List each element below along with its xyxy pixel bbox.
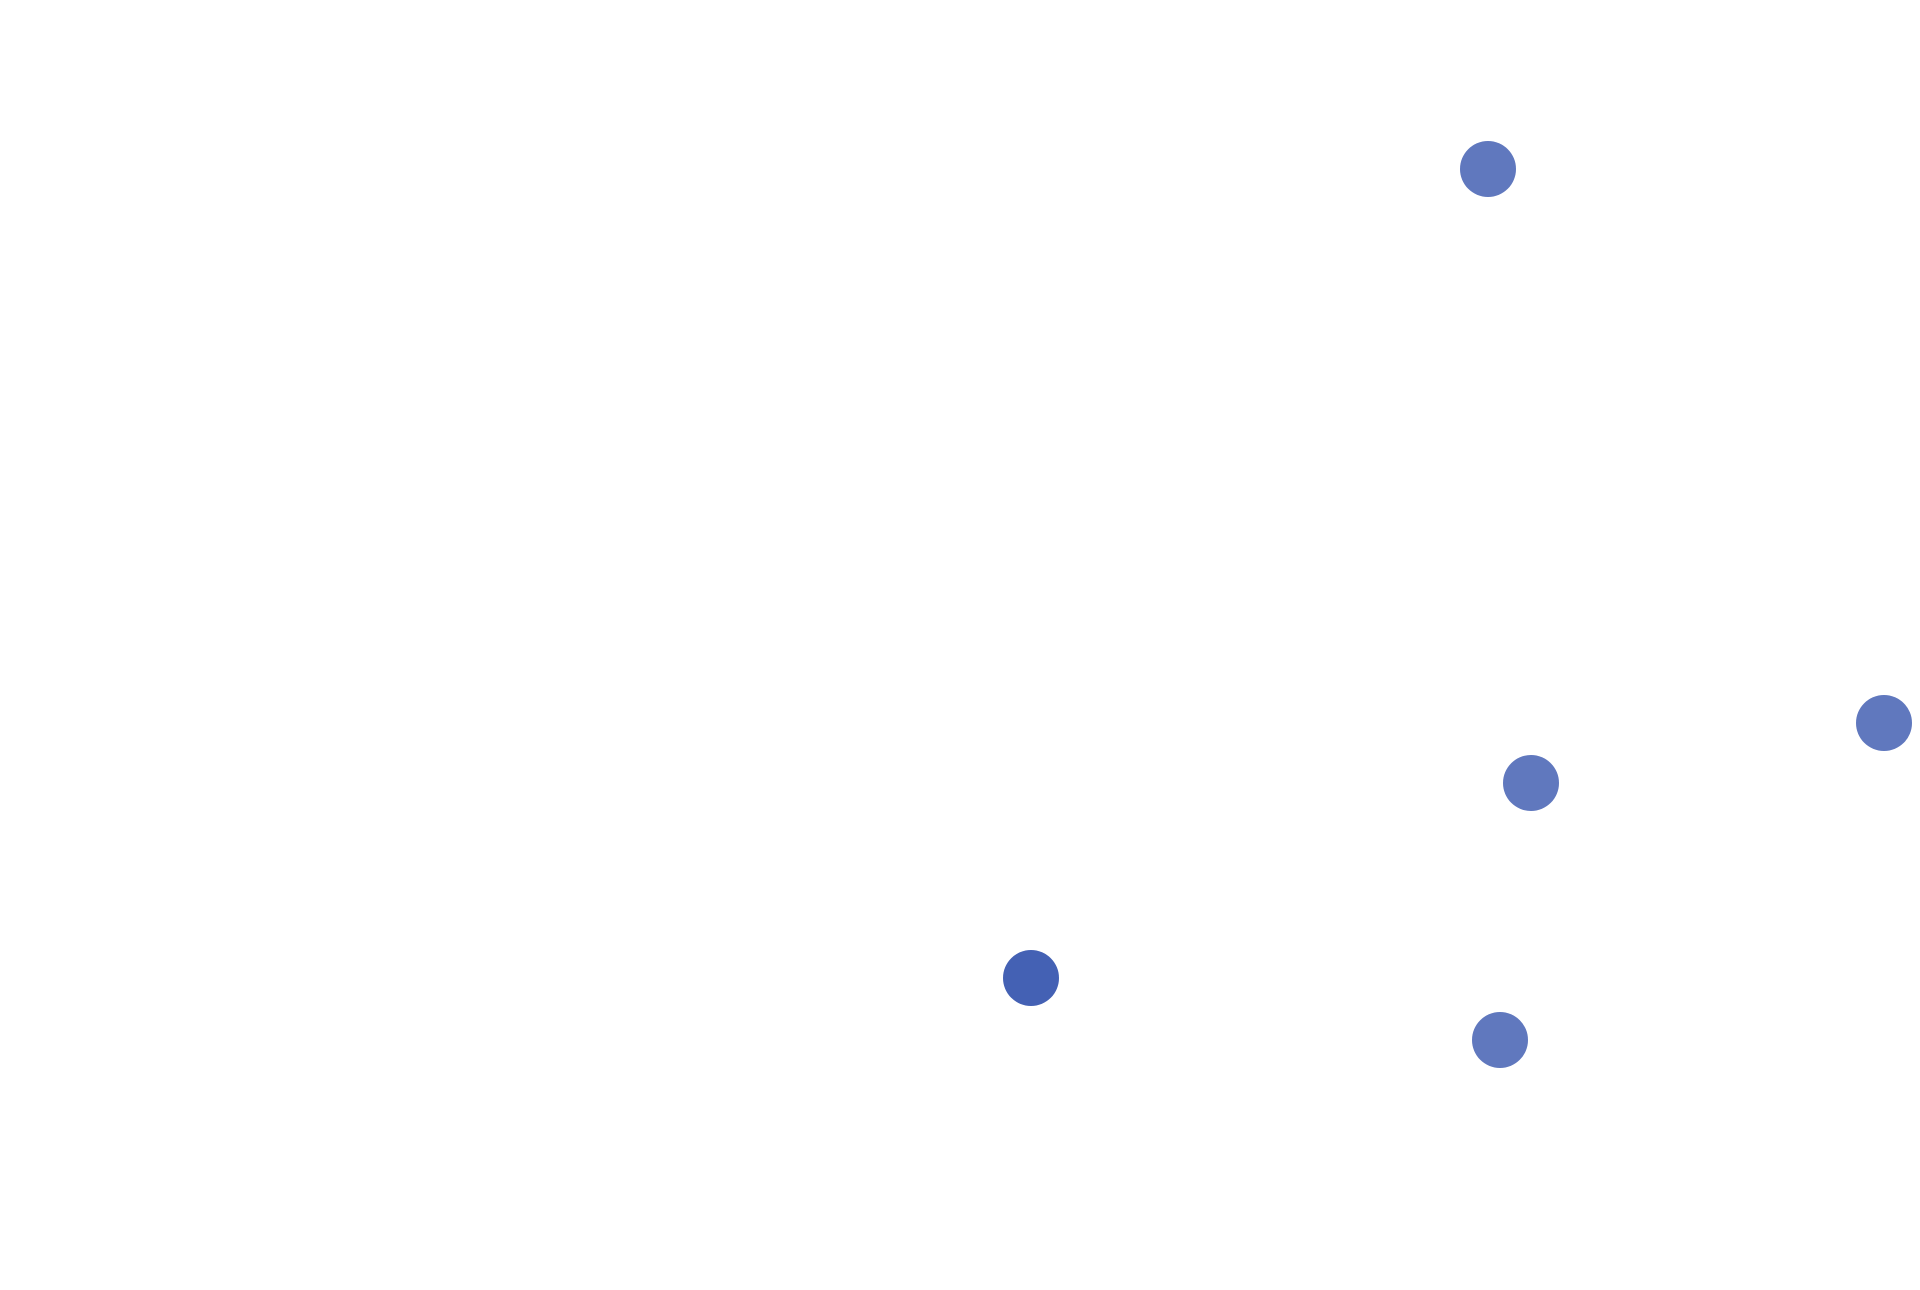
data-point-3 [1503, 755, 1559, 811]
data-point-5 [1472, 1012, 1528, 1068]
data-point-2 [1856, 695, 1912, 751]
data-point-4 [1003, 950, 1059, 1006]
data-point-1 [1460, 141, 1516, 197]
data-points [1003, 141, 1912, 1068]
